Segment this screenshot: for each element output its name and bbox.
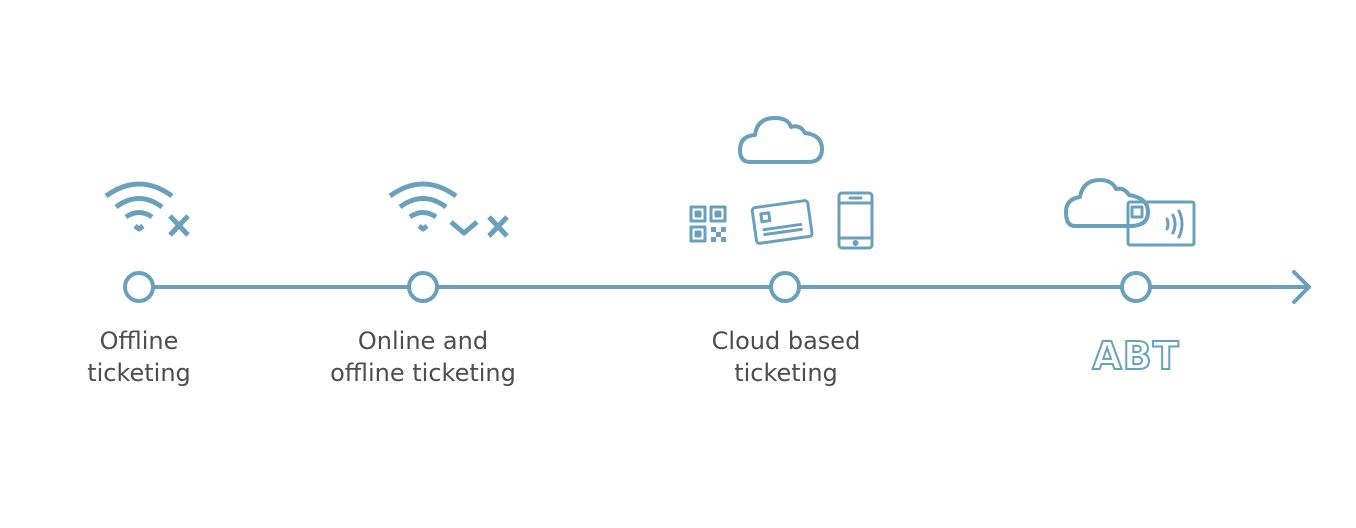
timeline-node-offline (123, 271, 155, 303)
label-line: Online and (357, 327, 489, 355)
wifi-icon (388, 181, 458, 232)
stage-label-abt: ABT (1091, 333, 1180, 379)
smartphone-icon (837, 191, 874, 250)
x-icon (168, 214, 190, 237)
stage-label-cloud: Cloud based ticketing (636, 325, 936, 389)
label-line: ticketing (87, 359, 191, 387)
timeline-node-cloud (769, 271, 801, 303)
qr-code-icon (689, 205, 727, 243)
stage-label-online-offline: Online and offline ticketing (273, 325, 573, 389)
label-line: Offline (99, 327, 179, 355)
timeline-node-online-offline (407, 271, 439, 303)
label-line: ticketing (734, 359, 838, 387)
card-icon (750, 199, 814, 245)
x-icon (487, 215, 509, 238)
check-icon (449, 220, 479, 236)
timeline-node-abt (1120, 271, 1152, 303)
cloud-icon (738, 116, 824, 164)
arrow-head-icon (1292, 270, 1311, 304)
label-line: Cloud based (711, 327, 861, 355)
cloud-icon (1064, 178, 1150, 228)
stage-label-offline: Offline ticketing (0, 325, 289, 389)
contactless-card-icon (1126, 200, 1196, 247)
timeline-axis (137, 270, 1311, 304)
wifi-icon (104, 181, 174, 232)
label-line: offline ticketing (330, 359, 516, 387)
